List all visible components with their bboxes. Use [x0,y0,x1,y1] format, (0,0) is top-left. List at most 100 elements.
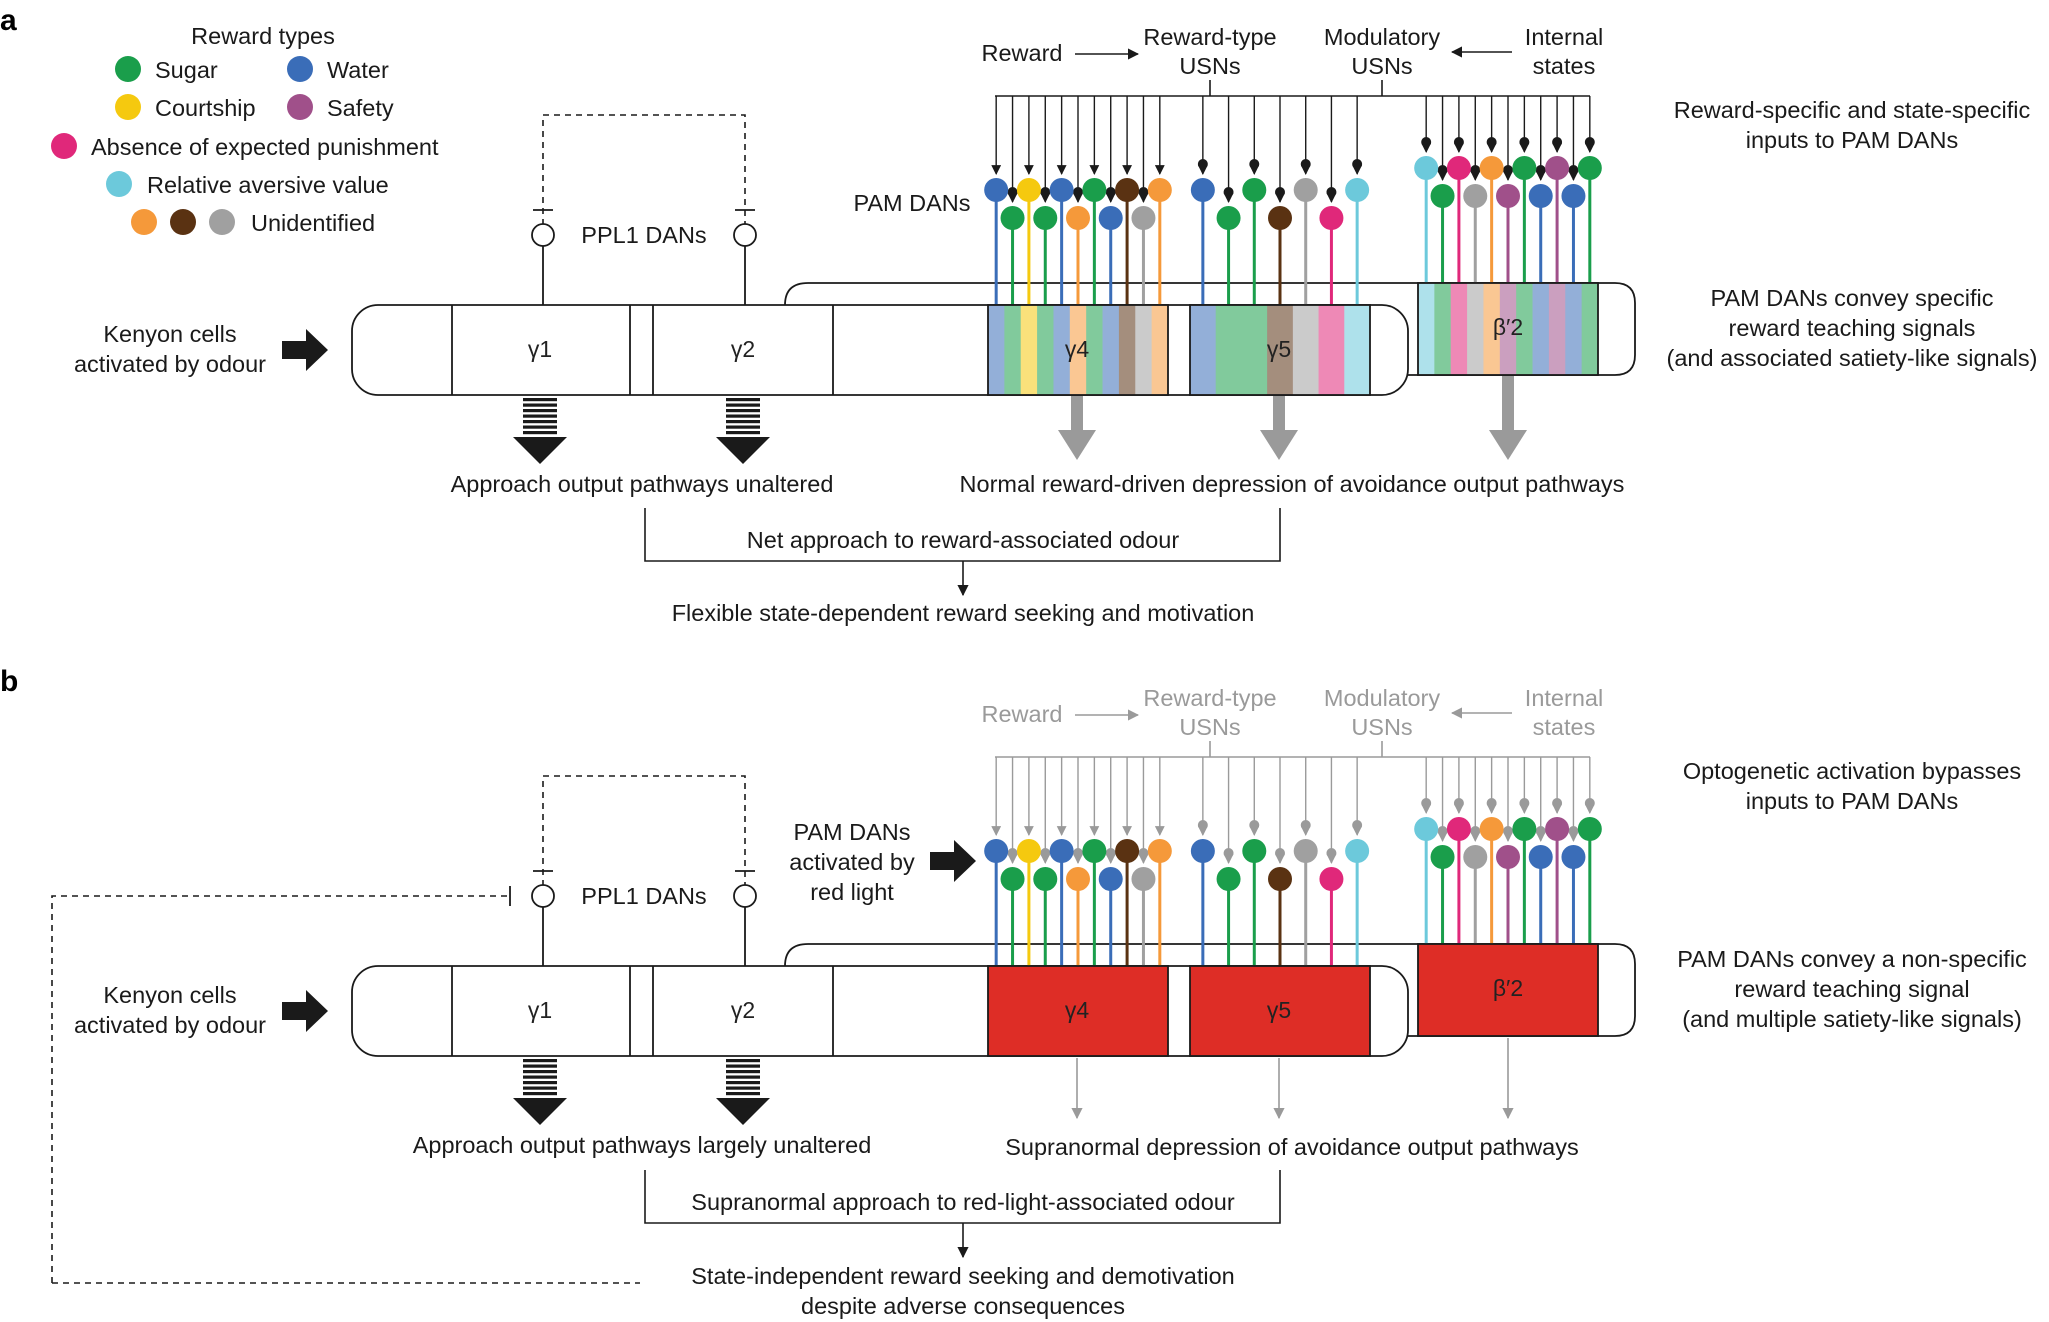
compartment-stripe [1344,305,1371,395]
output-arrow-stripe [523,403,557,407]
output-arrow-stripe [523,1070,557,1074]
modulatory-usns-label-2: USNs [1351,53,1412,79]
internal-states-label-b: Internal [1525,685,1603,711]
gamma5-compartment-red [1189,965,1371,1057]
output-arrow-stripe [523,414,557,418]
legend-courtship-dot [115,94,141,120]
modulatory-input-dot [1519,137,1530,147]
pam-dan-grey [1293,178,1318,202]
legend-courtship-label: Courtship [155,95,256,121]
modulatory-input-dot [1223,848,1234,858]
compartment-stripe [1467,283,1484,375]
pam-dans-activated-label-2: activated by [789,849,915,875]
pam-dan-sugar [1430,845,1455,869]
kenyon-cells-label-2: activated by odour [74,351,266,377]
compartment-stripe [1581,283,1599,375]
output-arrow-stripe [523,1081,557,1085]
modulatory-input-dot [1453,798,1464,808]
modulatory-input-dot [1073,187,1083,197]
output-arrow-head [716,1098,770,1125]
final-outcome-label-b-2: despite adverse consequences [801,1293,1125,1319]
compartment-stripe [1532,283,1550,375]
compartment-stripe [1483,283,1501,375]
output-arrow-stripe [523,431,557,435]
pam-dan-sugar [1216,206,1241,230]
gamma4-compartment-red [987,965,1169,1057]
output-arrow-stripe [726,420,760,424]
output-arrow-stripe [523,398,557,402]
modulatory-input-dot [1300,159,1311,169]
modulatory-input-dot [1138,187,1149,197]
kenyon-cells-label: Kenyon cells [103,321,236,347]
kenyon-cells-arrow-b [282,990,328,1032]
compartment-stripe [1450,283,1468,375]
modulatory-input-dot [1275,187,1285,197]
compartment-stripe [1037,305,1054,395]
reward-type-usns-label-b: Reward-type [1143,685,1276,711]
depression-label: Normal reward-driven depression of avoid… [960,471,1625,497]
right-note-1-line-1-b: Optogenetic activation bypasses [1683,758,2021,784]
reward-type-usns-label-2: USNs [1179,53,1240,79]
pam-dan-water [1190,178,1215,202]
output-arrow-head [513,437,567,464]
pam-dan-neurons-b [984,817,1602,966]
pam-dan-sugar [1512,817,1537,841]
pam-dan-water [1528,845,1553,869]
legend-unidentified-brown-dot [170,209,196,235]
ppl1-dans-label: PPL1 DANs [581,222,706,248]
modulatory-input-dot [1300,820,1311,830]
pam-dan-sugar [1512,156,1537,180]
compartment-stripe [1004,305,1022,395]
final-outcome-label-b: State-independent reward seeking and dem… [691,1263,1234,1289]
ppl1-dans [531,114,757,305]
pam-dans-activated-label-3: red light [810,879,894,905]
modulatory-input-dot [1584,137,1595,147]
modulatory-input-dot [1040,187,1051,197]
pam-dan-orange [1066,206,1090,230]
legend: Reward types Sugar Water Courtship Safet… [51,23,439,236]
compartment-stripe [1215,305,1242,395]
beta-prime2-label: β′2 [1493,314,1523,340]
avoidance-output-arrows [1058,376,1527,460]
pam-dan-water [984,839,1009,863]
legend-unidentified-orange-dot [131,209,157,235]
output-arrow-stripe [726,431,760,435]
output-arrow-stripe [726,409,760,413]
pam-dan-sugar [1082,178,1107,202]
pam-dan-aversive [1414,817,1439,841]
usn-input-wiring-b [995,741,1590,758]
gamma1-label: γ1 [528,336,552,362]
output-arrow-stripe [726,1075,760,1079]
compartment-stripe [1151,305,1169,395]
modulatory-input-dot [1421,137,1432,147]
pam-input-arrows-b [991,757,1595,864]
output-arrow-stripe [523,420,557,424]
compartment-stripe [1069,305,1087,395]
pam-dan-sugar [1033,867,1058,891]
right-note-2-line-2-b: reward teaching signal [1734,976,1969,1002]
internal-states-label: Internal [1525,24,1603,50]
reward-label: Reward [982,40,1063,66]
gamma1-label-b: γ1 [528,997,552,1023]
output-arrow-stripe [726,1092,760,1096]
modulatory-usns-label-b-2: USNs [1351,714,1412,740]
pam-dan-water [1049,839,1074,863]
modulatory-input-dot [1105,848,1116,858]
gamma4-label: γ4 [1065,336,1090,362]
right-note-2-line-3: (and associated satiety-like signals) [1667,345,2038,371]
pam-dan-orange [1147,839,1172,863]
output-arrow-stripe [523,1059,557,1063]
pam-dan-safety [1496,184,1520,208]
modulatory-input-dot [1326,187,1337,197]
pam-dan-sugar [1216,867,1241,891]
modulatory-input-dot [1568,826,1579,836]
pam-dan-grey [1131,867,1156,891]
legend-water-label: Water [327,57,389,83]
net-approach-label: Net approach to reward-associated odour [747,527,1180,553]
modulatory-input-dot [1584,798,1595,808]
output-arrow-stripe [726,1064,760,1068]
output-arrow-head [513,1098,567,1125]
compartment-stripe [1499,283,1517,375]
legend-safety-label: Safety [327,95,394,121]
modulatory-input-dot [1486,798,1497,808]
